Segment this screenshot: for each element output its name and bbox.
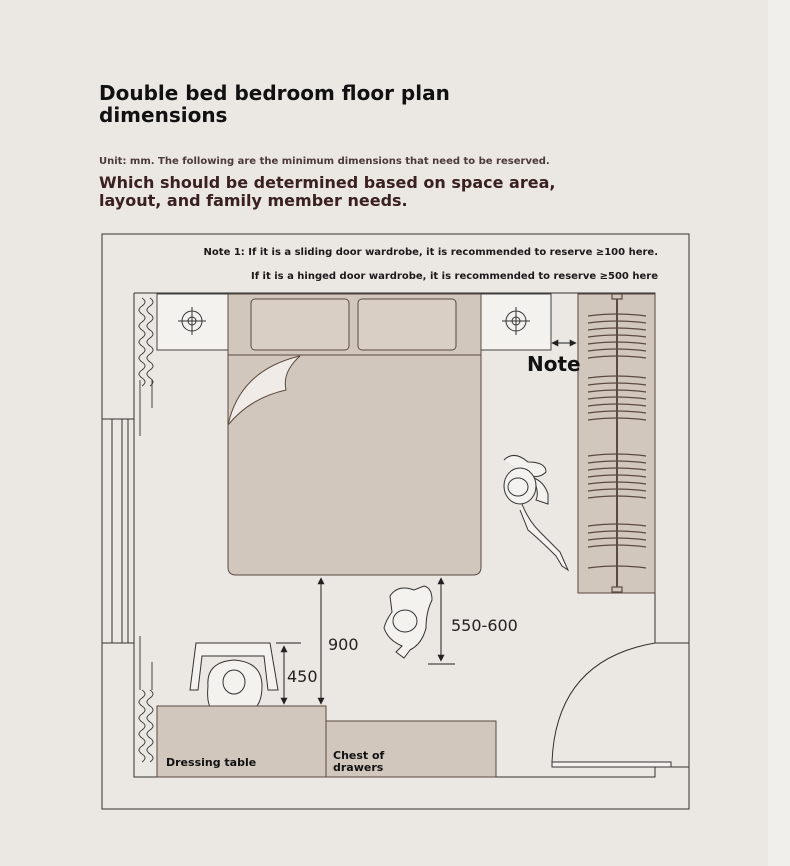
hanger	[587, 355, 647, 359]
bedside-table-right	[480, 293, 552, 351]
dimension-450-label: 450	[287, 667, 318, 686]
double-bed	[227, 293, 482, 576]
hanger	[587, 523, 647, 527]
note-line-1: Note 1: If it is a sliding door wardrobe…	[204, 247, 658, 258]
dressing-chair	[189, 642, 279, 691]
hanger	[587, 453, 647, 457]
hanger	[587, 481, 647, 485]
hanger	[587, 488, 647, 492]
hanger	[587, 537, 647, 541]
page-title: Double bed bedroom floor plan dimensions	[99, 81, 450, 127]
chest-label-line-2: drawers	[333, 761, 384, 774]
door	[551, 642, 672, 768]
hanger	[587, 313, 647, 317]
hanger	[587, 544, 647, 548]
note-line-2: If it is a hinged door wardrobe, it is r…	[251, 271, 658, 282]
note-marker: Note	[527, 352, 581, 376]
hanger	[587, 417, 647, 421]
hanger	[587, 341, 647, 345]
dimension-900-label: 900	[328, 635, 359, 654]
dressing-table: Dressing table	[156, 705, 327, 778]
unit-note: Unit: mm. The following are the minimum …	[99, 156, 550, 167]
hanger	[587, 565, 647, 569]
hanger	[587, 467, 647, 471]
folded-blanket	[227, 355, 301, 426]
dimension-900: 900	[317, 577, 359, 705]
chest-label-line-1: Chest of	[333, 749, 385, 762]
hanger	[587, 389, 647, 393]
pillow-left	[250, 298, 350, 351]
curtain-top	[138, 297, 154, 436]
person-walking-icon	[383, 585, 433, 659]
note-dimension: Note	[527, 339, 581, 376]
dressing-table-label: Dressing table	[166, 756, 256, 769]
page-edge	[768, 0, 790, 866]
pillow-right	[357, 298, 457, 351]
dimension-450: 450	[276, 642, 318, 705]
hanger	[587, 530, 647, 534]
rail-bracket	[611, 293, 623, 300]
dimension-walkway-label: 550-600	[451, 616, 518, 635]
hanger	[587, 403, 647, 407]
rail-bracket	[611, 586, 623, 593]
curtain-bottom	[138, 636, 154, 763]
hanger	[587, 382, 647, 386]
page-subtitle: Which should be determined based on spac…	[99, 173, 556, 210]
dimension-walkway: 550-600	[428, 577, 518, 665]
hanger	[587, 375, 647, 379]
hanger	[587, 320, 647, 324]
window	[101, 418, 135, 644]
chest-of-drawers: Chest of drawers	[325, 720, 497, 778]
hanger	[587, 460, 647, 464]
hanger	[587, 410, 647, 414]
hanger	[587, 327, 647, 331]
wardrobe	[577, 293, 656, 594]
hanger	[587, 396, 647, 400]
hanger	[587, 495, 647, 499]
hanger	[587, 474, 647, 478]
hanger	[587, 334, 647, 338]
bedside-table-left	[156, 293, 229, 351]
hanger	[587, 348, 647, 352]
person-standing-icon	[503, 455, 570, 572]
